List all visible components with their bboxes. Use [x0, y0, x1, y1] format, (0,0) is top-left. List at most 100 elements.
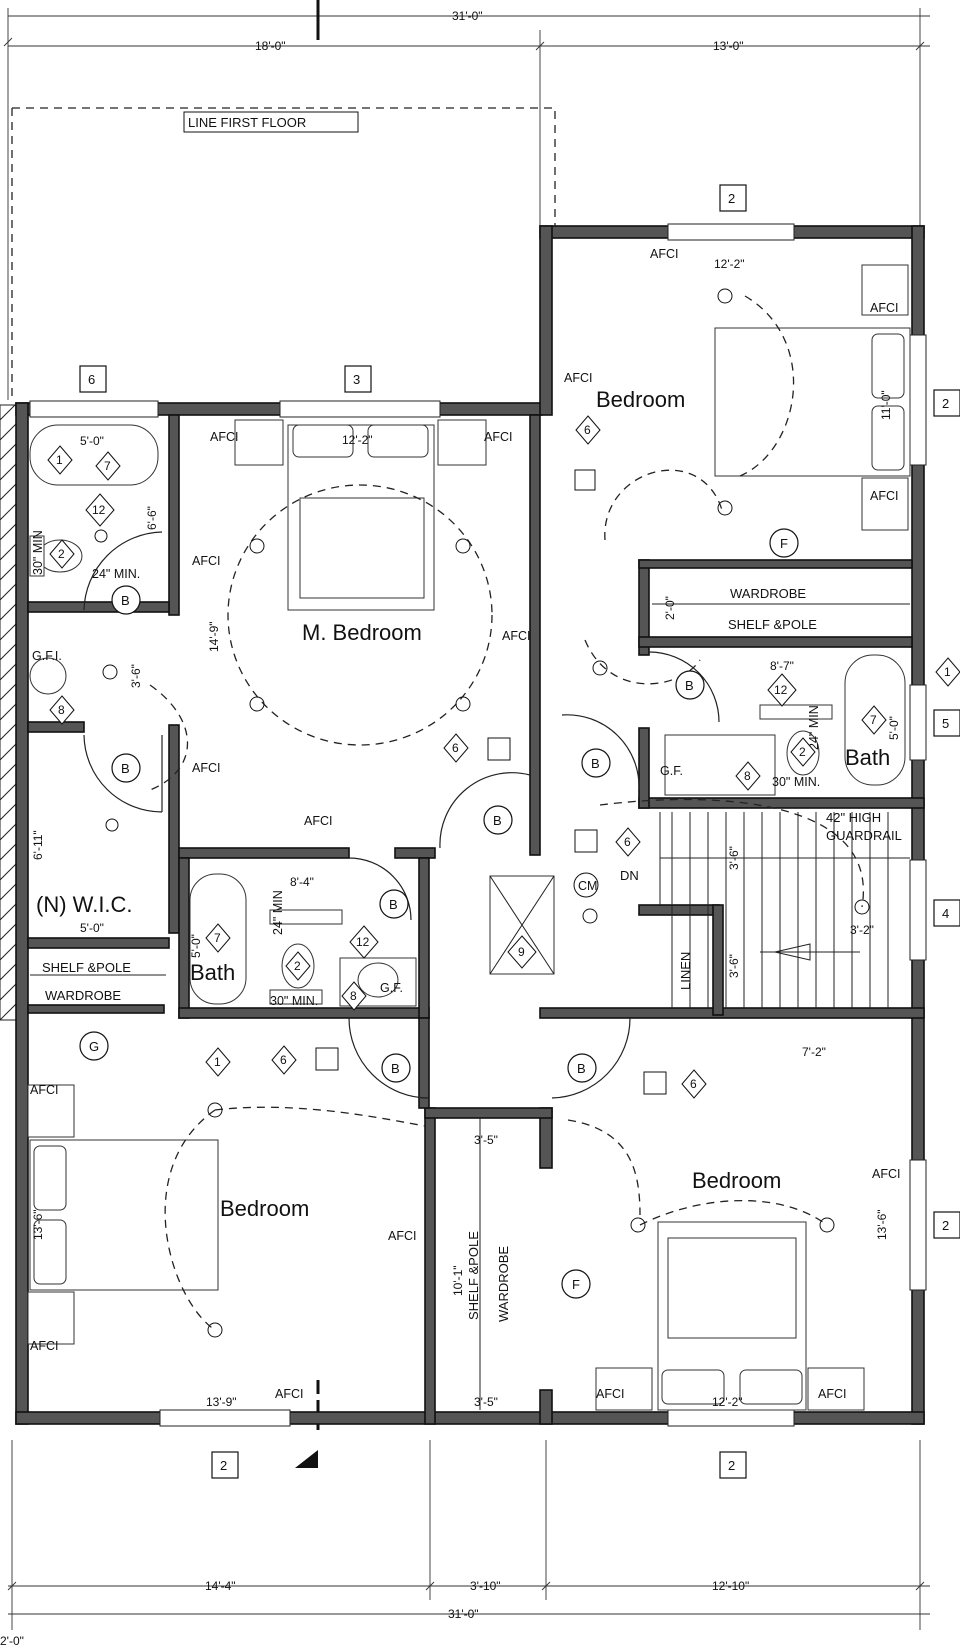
door-tag-b-2: B — [111, 753, 141, 783]
svg-text:12: 12 — [356, 935, 370, 949]
dim-sw-w: 13'-9" — [206, 1395, 237, 1409]
svg-text:B: B — [493, 813, 502, 828]
svg-text:2: 2 — [799, 745, 806, 759]
line-first-floor-label: LINE FIRST FLOOR — [188, 115, 306, 130]
svg-text:F: F — [572, 1277, 580, 1292]
top-seg-2: 13'-0" — [713, 39, 744, 53]
svg-text:G: G — [89, 1039, 99, 1054]
svg-text:7: 7 — [104, 459, 111, 473]
diamond-12a: 12 — [85, 493, 115, 527]
door-tag-b-8: B — [675, 670, 705, 700]
diamond-6c: 6 — [615, 827, 641, 857]
svg-text:8: 8 — [350, 989, 357, 1003]
afci-3: AFCI — [564, 371, 592, 385]
svg-text:6: 6 — [280, 1053, 287, 1067]
door-tags: B B B B B B B B F F G — [79, 528, 799, 1299]
door-tag-b-7: B — [581, 748, 611, 778]
section-cut — [295, 0, 320, 1468]
min30-left: 30" MIN — [31, 530, 45, 575]
dim-closet-bot: 3'-5" — [474, 1395, 498, 1409]
afci-5: AFCI — [210, 430, 238, 444]
diamond-1b: 1 — [205, 1047, 231, 1077]
svg-text:B: B — [577, 1061, 586, 1076]
tag-bath-top: 6 — [88, 372, 95, 387]
diamond-7c: 7 — [205, 923, 231, 953]
room-bedroom-se: Bedroom — [692, 1168, 781, 1193]
svg-text:6: 6 — [584, 423, 591, 437]
door-bath-upper — [83, 531, 163, 611]
diamond-12c: 12 — [349, 925, 379, 959]
room-bath-left: Bath — [190, 960, 235, 985]
dim-ne-w: 12'-2" — [714, 257, 745, 271]
min24-left: 24" MIN. — [92, 567, 140, 581]
bottom-left-fragment: 2'-0" — [0, 1634, 24, 1648]
closet-labels: WARDROBE SHELF &POLE SHELF &POLE WARDROB… — [42, 586, 902, 1322]
door-tag-f-2: F — [561, 1269, 591, 1299]
window-tags: 2 3 6 2 5 4 2 2 2 — [79, 184, 960, 1479]
interior-dimensions: 12'-2" 14'-9" 5'-0" 6'-6" 3'-6" 6'-11" 5… — [31, 257, 901, 1409]
sink-gfi-left — [29, 657, 67, 695]
top-seg-1: 18'-0" — [255, 39, 286, 53]
svg-text:7: 7 — [214, 931, 221, 945]
diamond-6d: 6 — [271, 1045, 297, 1075]
diamond-8a: 8 — [49, 695, 75, 725]
afci-17: AFCI — [818, 1387, 846, 1401]
afci-labels: AFCI AFCI AFCI AFCI AFCI AFCI AFCI AFCI … — [30, 247, 900, 1401]
dim-stair-c: 3'-2" — [850, 923, 874, 937]
afci-14: AFCI — [275, 1387, 303, 1401]
afci-11: AFCI — [30, 1083, 58, 1097]
bottom-seg-3: 12'-10" — [712, 1579, 749, 1593]
afci-9: AFCI — [192, 761, 220, 775]
diamond-8c: 8 — [341, 981, 367, 1011]
dim-sw-h: 13'-6" — [31, 1209, 45, 1240]
svg-text:1: 1 — [944, 665, 951, 679]
diamond-7a: 7 — [95, 451, 121, 481]
diamond-1a: 1 — [47, 445, 73, 475]
tag-master-top: 3 — [353, 372, 360, 387]
tag-east-2: 2 — [942, 1218, 949, 1233]
svg-text:1: 1 — [214, 1055, 221, 1069]
afci-1: AFCI — [650, 247, 678, 261]
door-tag-b-4: B — [379, 889, 409, 919]
door-tag-b-1: B — [111, 585, 141, 615]
diamond-12b: 12 — [767, 673, 797, 707]
dim-se-top: 7'-2" — [802, 1045, 826, 1059]
svg-text:12: 12 — [92, 503, 106, 517]
dim-bath-top: 5'-0" — [80, 434, 104, 448]
afci-6: AFCI — [484, 430, 512, 444]
room-labels: M. Bedroom Bedroom Bedroom Bedroom (N) W… — [36, 387, 890, 1221]
window-east-2 — [909, 1159, 927, 1291]
room-master-bedroom: M. Bedroom — [302, 620, 422, 645]
svg-text:B: B — [591, 756, 600, 771]
svg-text:6: 6 — [690, 1077, 697, 1091]
room-bath-right: Bath — [845, 745, 890, 770]
svg-text:12: 12 — [774, 683, 788, 697]
window-bottom-left — [159, 1409, 291, 1427]
diamond-8b: 8 — [735, 761, 761, 791]
door-tag-b-5: B — [381, 1053, 411, 1083]
diamond-2a: 2 — [49, 539, 75, 569]
left-hatch — [0, 403, 17, 1021]
diamond-6a: 6 — [575, 415, 601, 445]
stair-dn: DN — [620, 868, 639, 883]
dim-closet-h2: 10'-1" — [451, 1265, 465, 1296]
min30-right: 30" MIN. — [772, 775, 820, 789]
svg-text:1: 1 — [56, 453, 63, 467]
first-floor-line: LINE FIRST FLOOR — [11, 107, 556, 400]
room-wic: (N) W.I.C. — [36, 892, 133, 917]
diamond-6b: 6 — [443, 733, 469, 763]
dim-master-w: 12'-2" — [342, 433, 373, 447]
linen-label: LINEN — [678, 952, 693, 990]
guardrail-line2: GUARDRAIL — [826, 828, 902, 843]
svg-text:B: B — [389, 897, 398, 912]
door-bath-right — [648, 651, 720, 723]
shelf-pole-closet: SHELF &POLE — [466, 1231, 481, 1320]
diamond-6e: 6 — [681, 1069, 707, 1099]
guardrail-line1: 42" HIGH — [826, 810, 881, 825]
svg-text:8: 8 — [58, 703, 65, 717]
shelf-pole-ne: SHELF &POLE — [728, 617, 817, 632]
dim-tub-r: 5'-0" — [887, 716, 901, 740]
diamond-9: 9 — [507, 935, 537, 969]
door-bath-middle — [348, 857, 412, 921]
